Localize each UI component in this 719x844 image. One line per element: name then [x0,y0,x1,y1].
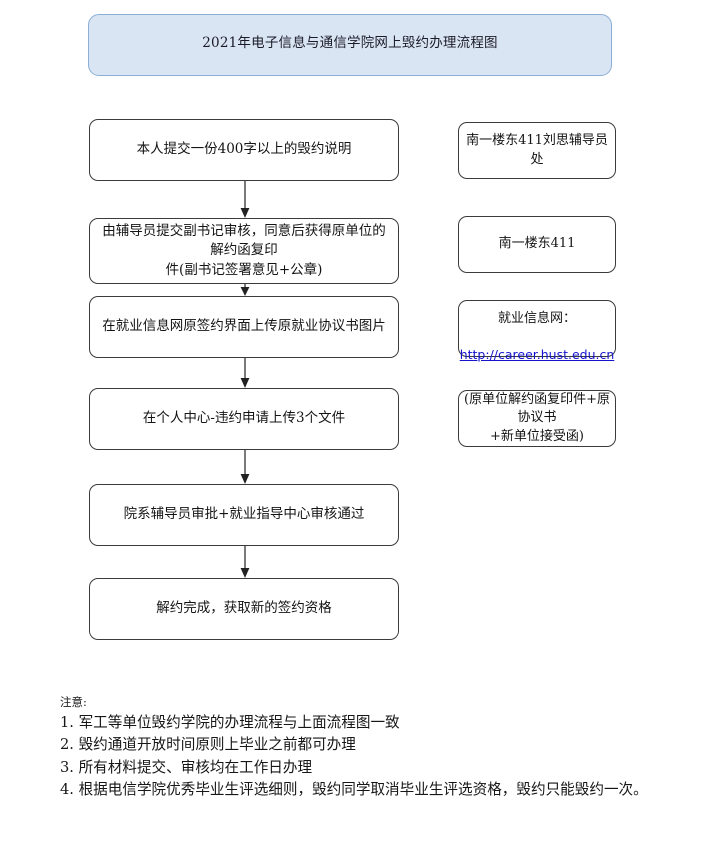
flow-annotation-4: (原单位解约函复印件+原协议书 +新单位接受函) [458,390,616,447]
down-arrow-icon [240,284,250,296]
notes-heading: 注意: [60,695,87,709]
down-arrow-icon [240,181,250,218]
note-item-4: 4. 根据电信学院优秀毕业生评选细则，毁约同学取消毕业生评选资格，毁约只能毁约一… [60,780,648,798]
down-arrow-icon [240,450,250,484]
flow-step-3-label: 在就业信息网原签约界面上传原就业协议书图片 [102,318,386,335]
flow-annotation-1-label: 南一楼东411刘思辅导员处 [466,133,608,167]
flow-annotation-3-text: 就业信息网： http://career.hust.edu.cn [458,292,617,366]
flow-connector-2 [238,284,252,296]
note-item-3: 3. 所有材料提交、审核均在工作日办理 [60,758,313,776]
flow-annotation-1: 南一楼东411刘思辅导员处 [458,122,616,179]
flow-annotation-4-label: (原单位解约函复印件+原协议书 +新单位接受函) [464,392,610,444]
flow-step-1: 本人提交一份400字以上的毁约说明 [89,119,399,181]
flow-step-4-label: 在个人中心-违约申请上传3个文件 [142,410,346,427]
flow-step-2: 由辅导员提交副书记审核，同意后获得原单位的解约函复印 件(副书记签署意见+公章) [89,218,399,284]
down-arrow-icon [240,546,250,578]
flow-connector-1 [238,181,252,218]
flow-annotation-3-label: 就业信息网： [497,310,576,326]
flow-annotation-2: 南一楼东411 [458,216,616,273]
flow-step-6: 解约完成，获取新的签约资格 [89,578,399,640]
note-item-1: 1. 军工等单位毁约学院的办理流程与上面流程图一致 [60,714,400,732]
flow-step-2-label: 由辅导员提交副书记审核，同意后获得原单位的解约函复印 件(副书记签署意见+公章) [102,223,386,278]
down-arrow-icon [240,358,250,388]
flow-step-5: 院系辅导员审批+就业指导中心审核通过 [89,484,399,546]
flow-annotation-3: 就业信息网： http://career.hust.edu.cn [458,300,616,362]
flow-connector-3 [238,358,252,388]
flow-step-6-label: 解约完成，获取新的签约资格 [156,600,332,617]
flow-step-4: 在个人中心-违约申请上传3个文件 [89,388,399,450]
flow-step-3: 在就业信息网原签约界面上传原就业协议书图片 [89,296,399,358]
flow-connector-4 [238,450,252,484]
page-title: 2021年电子信息与通信学院网上毁约办理流程图 [202,35,498,51]
flow-step-1-label: 本人提交一份400字以上的毁约说明 [136,141,352,158]
flow-annotation-2-label: 南一楼东411 [498,236,576,252]
note-item-2: 2. 毁约通道开放时间原则上毕业之前都可办理 [60,736,356,754]
notes-section: 注意: 1. 军工等单位毁约学院的办理流程与上面流程图一致 2. 毁约通道开放时… [60,694,700,801]
flow-step-5-label: 院系辅导员审批+就业指导中心审核通过 [123,506,365,523]
flow-connector-5 [238,546,252,578]
page-title-box: 2021年电子信息与通信学院网上毁约办理流程图 [88,14,612,76]
career-site-link[interactable]: http://career.hust.edu.cn [459,347,615,363]
